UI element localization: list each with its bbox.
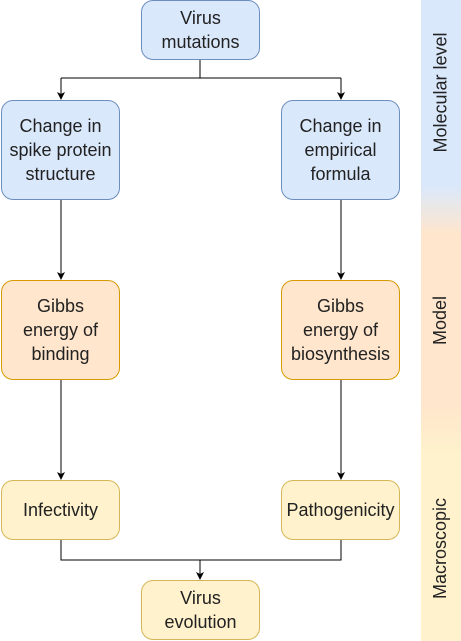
level-bar (421, 0, 461, 641)
empirical-formula-change-box: Change in empirical formula (281, 100, 400, 200)
pathogenicity-box: Pathogenicity (281, 480, 400, 540)
infectivity-box: Infectivity (1, 480, 120, 540)
spike-protein-change-box: Change in spike protein structure (1, 100, 120, 200)
virus-mutations-box: Virus mutations (141, 0, 260, 60)
virus-evolution-box: Virus evolution (141, 580, 260, 640)
connector-merge (60, 540, 342, 561)
gibbs-energy-biosynthesis-box: Gibbs energy of biosynthesis (281, 280, 400, 380)
gibbs-energy-binding-box: Gibbs energy of binding (1, 280, 120, 380)
connector-mutations-split (61, 60, 341, 79)
